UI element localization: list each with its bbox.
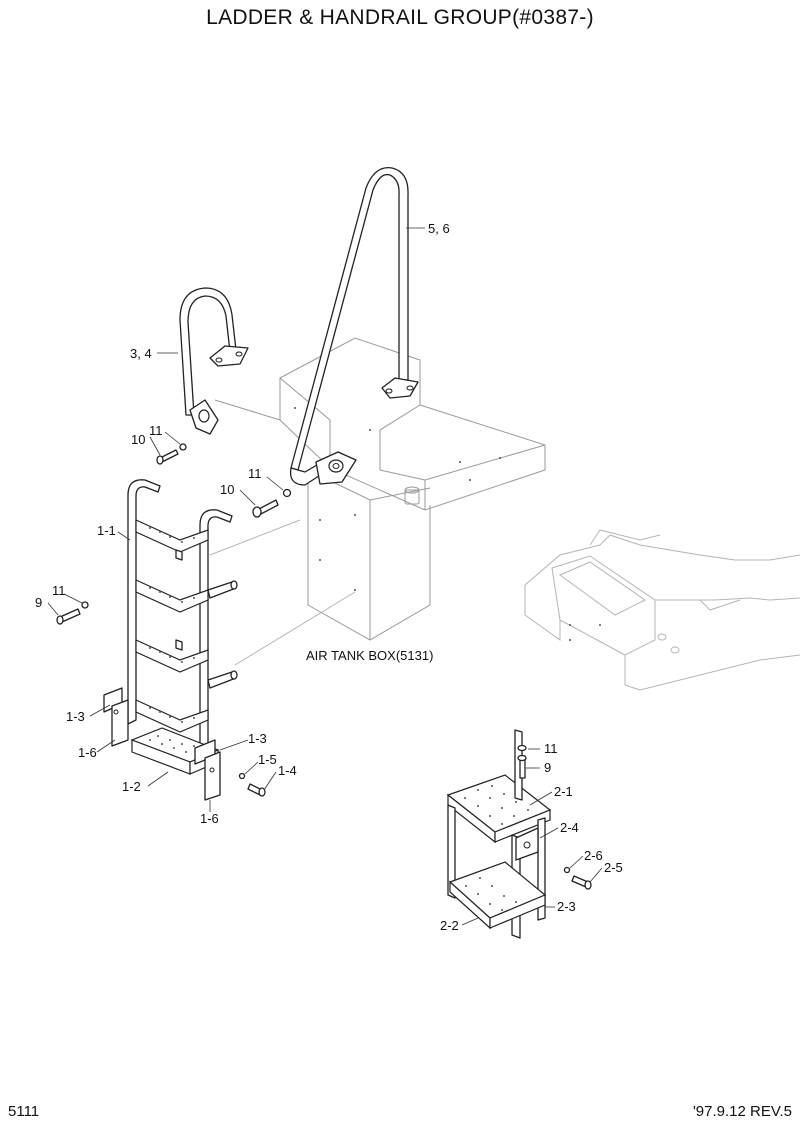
callout-1-5: 1-5 [258, 752, 277, 767]
callout-11c: 11 [52, 583, 66, 598]
callout-2-4: 2-4 [560, 820, 579, 835]
callout-5-6: 5, 6 [428, 221, 450, 236]
brackets-1-3-1-6 [103, 687, 221, 801]
leader-lines [47, 227, 603, 926]
callout-11a: 11 [149, 423, 163, 438]
callout-2-3: 2-3 [557, 899, 576, 914]
mount-reference-line-2 [209, 519, 301, 556]
callout-10b: 10 [220, 482, 234, 497]
callout-labels: 5, 6 3, 4 11 10 11 10 1-1 11 9 1-3 1-6 1… [35, 221, 623, 933]
callout-2-2: 2-2 [440, 918, 459, 933]
callout-9a: 9 [35, 595, 42, 610]
callout-1-1: 1-1 [97, 523, 116, 538]
callout-2-1: 2-1 [554, 784, 573, 799]
step-assembly-2 [446, 729, 592, 939]
mount-reference-line [234, 591, 356, 666]
handrail-3-4 [179, 287, 249, 435]
frame-ghost [524, 529, 800, 691]
callout-9b: 9 [544, 760, 551, 775]
revision-date: '97.9.12 REV.5 [692, 1103, 792, 1120]
callout-10a: 10 [131, 432, 145, 447]
fasteners-upper [156, 443, 292, 518]
callout-1-6a: 1-6 [78, 745, 97, 760]
callout-1-6b: 1-6 [200, 811, 219, 826]
callout-2-6: 2-6 [584, 848, 603, 863]
handrail-5-6 [289, 167, 419, 486]
air-tank-box-ghost [214, 337, 546, 641]
air-tank-box-label: AIR TANK BOX(5131) [306, 648, 433, 663]
callout-1-3b: 1-3 [248, 731, 267, 746]
callout-2-5: 2-5 [604, 860, 623, 875]
fasteners-ladder [56, 601, 266, 797]
ladder-assembly-1-1 [127, 479, 238, 750]
callout-1-2: 1-2 [122, 779, 141, 794]
page-number: 5111 [8, 1103, 40, 1120]
diagram-title: LADDER & HANDRAIL GROUP(#0387-) [206, 6, 594, 29]
callout-1-4: 1-4 [278, 763, 297, 778]
callout-3-4: 3, 4 [130, 346, 152, 361]
callout-1-3a: 1-3 [66, 709, 85, 724]
callout-11b: 11 [248, 466, 262, 481]
callout-11d: 11 [544, 741, 558, 756]
